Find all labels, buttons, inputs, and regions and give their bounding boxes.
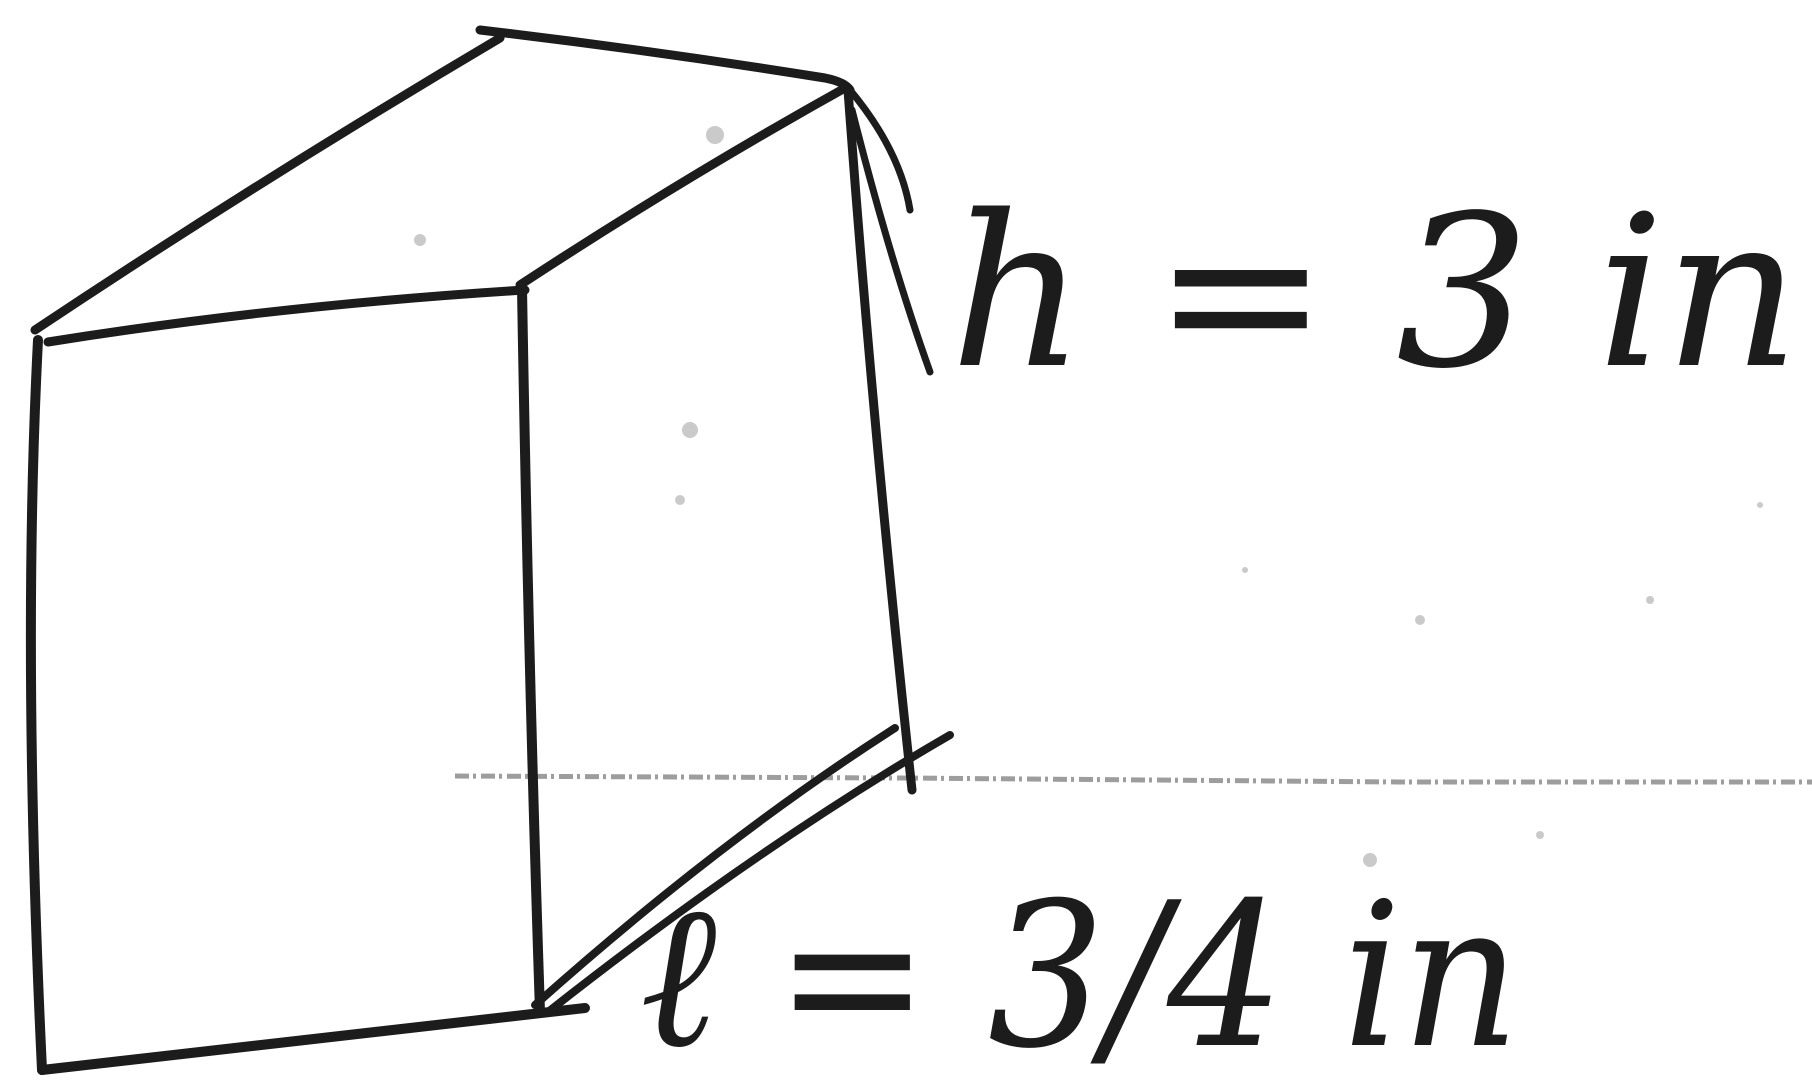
prism-middle-vertical-edge	[517, 283, 545, 1017]
prism-bottom-front-edge	[37, 1003, 590, 1075]
length-label: ℓ = 3/4 in	[640, 860, 1520, 1084]
prism-top-right-edge	[515, 83, 850, 290]
height-brace	[846, 86, 934, 376]
ruled-notebook-line	[454, 773, 1812, 785]
height-label: h = 3 in	[950, 170, 1800, 415]
prism-left-vertical-edge	[25, 335, 47, 1075]
paper-specks	[414, 126, 1763, 867]
rectangular-prism	[25, 25, 954, 1075]
prism-top-front-edge	[43, 285, 530, 347]
prism-bottom-right-edge	[531, 724, 899, 1009]
prism-top-back-edge	[475, 25, 855, 95]
prism-bottom-right-edge-inner	[544, 731, 954, 1016]
prism-top-left-edge	[30, 33, 505, 335]
prism-right-vertical-edge	[843, 85, 917, 795]
